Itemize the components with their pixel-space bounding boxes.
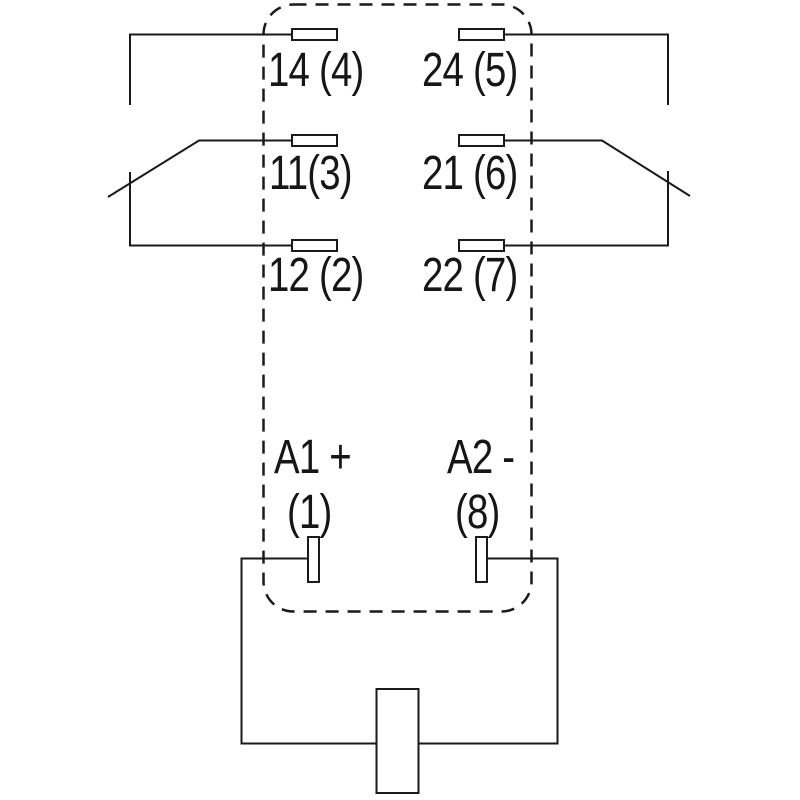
wire-armature-21 [504, 139, 691, 197]
wire-contact-22 [504, 171, 669, 247]
terminal-pad-14 [291, 28, 338, 41]
label-contact-11: 11(3) [269, 147, 353, 200]
wire-armature-11 [107, 139, 292, 198]
label-contact-22: 22 (7) [422, 249, 518, 302]
terminal-pad-22 [458, 239, 505, 252]
terminal-pad-24 [458, 28, 505, 41]
relay-outline-dashed [262, 3, 533, 613]
terminal-pad-21 [458, 134, 505, 147]
wire-contact-24 [504, 33, 669, 105]
label-contact-12: 12 (2) [268, 249, 364, 302]
label-coil-pin-8: (8) [455, 486, 500, 539]
wire-contact-12 [129, 172, 292, 247]
coil-terminal-a1 [307, 536, 320, 583]
label-contact-24: 24 (5) [422, 44, 518, 97]
label-coil-pin-1: (1) [287, 486, 332, 539]
label-contact-14: 14 (4) [268, 44, 364, 97]
label-coil-a2: A2 - [447, 431, 515, 484]
terminal-pad-11 [291, 134, 338, 147]
label-contact-21: 21 (6) [422, 147, 518, 200]
label-coil-a1: A1 + [274, 431, 352, 484]
terminal-pad-12 [291, 239, 338, 252]
coil-core [375, 688, 420, 794]
wire-contact-14 [129, 33, 292, 105]
coil-terminal-a2 [475, 536, 488, 583]
